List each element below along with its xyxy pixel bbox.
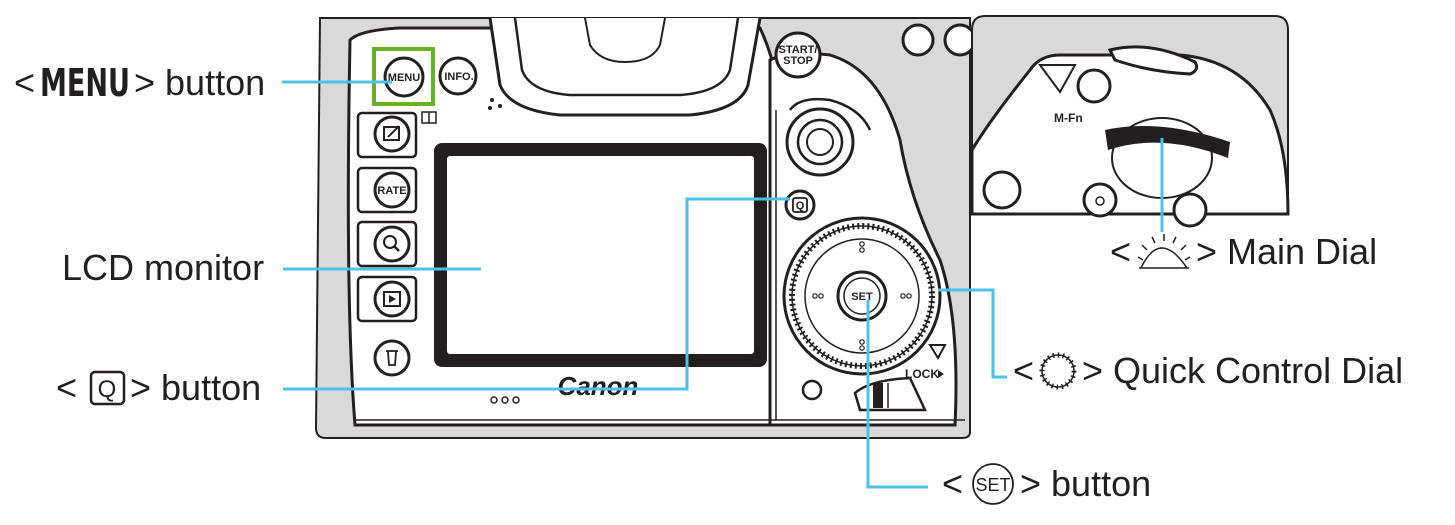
label-lcd-monitor: LCD monitor [62,247,264,288]
magnify-icon [383,235,400,252]
quick-control-button[interactable]: Q [784,189,816,221]
label-set-button: < SET > button [942,463,1151,505]
set-icon: SET [972,463,1014,505]
label-main-dial: < > Main Dial [1110,231,1377,272]
play-icon [389,295,396,303]
picture-style-button[interactable] [373,115,411,153]
main-dial-wheel [1105,126,1230,158]
leader-qcd [938,288,1007,379]
label-q-button: < Q > button [56,367,261,408]
main-dial-icon [1137,234,1191,269]
info-button[interactable]: INFO. [438,56,478,96]
svg-text:> button: > button [1020,463,1151,504]
svg-text:MENU: MENU [388,72,420,84]
svg-text:<: < [942,463,963,504]
rate-button[interactable]: RATE [373,171,411,209]
svg-text:SET: SET [851,291,873,303]
svg-text:M-Fn: M-Fn [1054,111,1083,125]
svg-text:RATE: RATE [377,185,406,197]
card-slot-light [801,344,947,401]
q-key-icon [89,370,126,406]
svg-text:STOP: STOP [783,55,813,67]
set-button[interactable]: SET [836,270,888,322]
svg-text:Q: Q [98,376,117,403]
multi-controller[interactable] [785,97,872,177]
lcd-monitor [434,143,767,367]
leader-lines [282,80,1164,489]
menu-button[interactable]: MENU [383,56,425,98]
svg-text:<: < [1013,350,1034,391]
speaker-dots-icon [490,396,520,404]
quick-control-dial-icon [1039,352,1077,390]
erase-button[interactable] [373,339,411,377]
m-fn-button [1076,68,1112,104]
svg-text:INFO.: INFO. [444,71,473,83]
magnify-button[interactable] [373,225,411,263]
svg-text:START/: START/ [779,44,818,56]
playback-button[interactable] [373,280,411,318]
svg-text:MENU: MENU [40,61,130,105]
svg-text:Q: Q [796,200,805,212]
label-quick-control-dial: < > Quick Control Dial [1013,350,1403,391]
svg-text:> button: > button [130,367,261,408]
svg-text:> Main Dial: > Main Dial [1196,231,1377,272]
leader-set [866,300,928,489]
svg-text:SET: SET [975,475,1010,495]
svg-text:<: < [14,62,35,103]
label-menu-button: < MENU > button [14,61,265,105]
mic-dots-icon [488,98,502,110]
trash-icon [386,350,398,366]
menu-highlight-box [372,47,435,106]
svg-text:<: < [1110,231,1131,272]
svg-text:> button: > button [134,62,265,103]
svg-text:LOCK: LOCK [905,367,939,381]
start-stop-button[interactable]: START/ STOP [774,31,822,79]
leader-q [283,197,790,391]
book-icon [421,111,437,124]
lock-switch[interactable]: LOCK [853,367,944,412]
svg-text:<: < [56,367,77,408]
camera-brand-logo: Canon [558,371,639,401]
main-dial-inset: M-Fn [970,15,1290,228]
svg-text:> Quick Control Dial: > Quick Control Dial [1082,350,1403,391]
